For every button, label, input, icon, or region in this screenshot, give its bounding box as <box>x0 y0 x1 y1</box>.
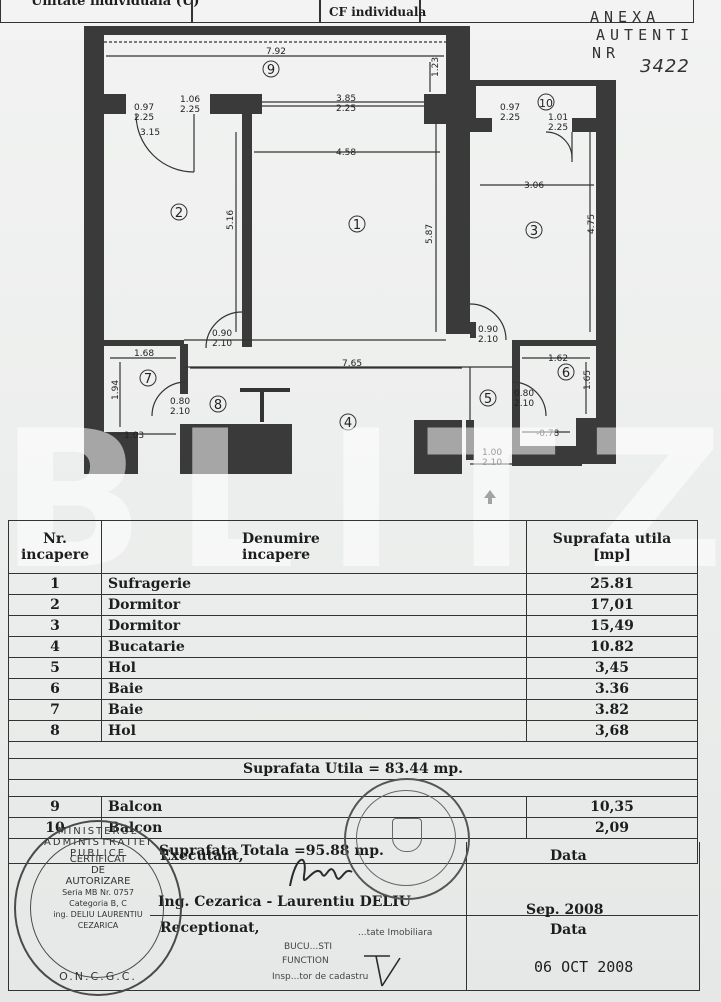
dim-label: 1.62 <box>548 354 568 364</box>
dim-label: 2.25 <box>500 113 520 123</box>
dim-label: 1.00 <box>482 448 502 458</box>
rectangular-stamp: ...tate Imobiliara BUCU...STI FUNCTION I… <box>272 928 433 982</box>
dim-label: 1.65 <box>583 370 593 390</box>
dim-label: 2.10 <box>170 407 190 417</box>
dim-label: 2.10 <box>482 458 502 468</box>
dim-label: 0.90 <box>212 329 232 339</box>
dim-label: 4.58 <box>336 148 356 158</box>
executant-name: Ing. Cezarica - Laurentiu DELIU <box>158 894 411 910</box>
room-2-label: 2 <box>175 206 183 221</box>
col-header-area-sub: [mp] <box>593 547 631 563</box>
col-header-nr-sub: incapere <box>20 547 90 563</box>
signature-box <box>8 842 700 991</box>
dim-label: 0.80 <box>170 397 190 407</box>
dim-label: 2.25 <box>548 123 568 133</box>
dim-label: 5.87 <box>425 224 435 244</box>
dim-label: 2.10 <box>478 335 498 345</box>
annotation-line2: AUTENTI <box>596 26 695 44</box>
dim-label: 0.97 <box>500 103 520 113</box>
dim-label: 0.97 <box>134 103 154 113</box>
annotation-line3: NR <box>592 44 621 62</box>
floor-plan: 9 10 2 1 3 7 8 4 5 6 7.92 1.23 0.97 2.25… <box>0 22 721 512</box>
room-10-label: 10 <box>539 97 553 110</box>
dim-label: 3.85 <box>336 94 356 104</box>
floor-plan-drawing: 9 10 2 1 3 7 8 4 5 6 7.92 1.23 0.97 2.25… <box>84 26 616 504</box>
room-7-label: 7 <box>144 372 152 387</box>
col-header-nr: Nr. <box>43 531 67 547</box>
unit-label: Unitate individuala (U) <box>31 0 200 9</box>
dim-label: 1.06 <box>180 95 200 105</box>
dim-label: 1.03 <box>124 431 144 441</box>
table-header: Nr. incapere Denumire incapere Suprafata… <box>8 520 698 574</box>
executant-label: Executant, <box>160 848 244 864</box>
data-value-1: Sep. 2008 <box>526 902 604 918</box>
data-label-2: Data <box>550 922 587 938</box>
dim-label: 7.92 <box>266 47 286 57</box>
col-header-name-sub: incapere <box>242 547 311 563</box>
room-3-label: 3 <box>530 224 538 239</box>
dim-label: 3.06 <box>524 181 544 191</box>
annotation-line1: ANEXA <box>590 8 661 26</box>
signature-scribble-2 <box>364 955 401 987</box>
col-header-area: Suprafata utila <box>552 531 672 547</box>
dim-label: 2.10 <box>212 339 232 349</box>
data-value-2: 06 OCT 2008 <box>534 958 634 976</box>
dim-label: 1.01 <box>548 113 568 123</box>
receptionat-label: Receptionat, <box>160 920 260 936</box>
dim-label: 1.68 <box>134 349 154 359</box>
dim-label: 0.90 <box>478 325 498 335</box>
dim-label: 4.75 <box>587 214 597 234</box>
dim-label: 3.15 <box>140 128 160 138</box>
round-seal <box>344 778 470 900</box>
annotation-number: 3422 <box>640 56 690 77</box>
room-8-label: 8 <box>214 398 222 413</box>
room-4-label: 4 <box>344 416 352 431</box>
room-5-label: 5 <box>484 392 492 407</box>
dim-label: 7.65 <box>342 359 362 369</box>
header-strip: Unitate individuala (U) CF individuala <box>0 0 694 23</box>
dim-label: -0.78 <box>536 429 560 439</box>
signature-scribble <box>289 858 353 887</box>
dim-label: 2.10 <box>514 399 534 409</box>
cf-label: CF individuala <box>329 5 427 19</box>
dim-label: 5.16 <box>226 210 236 230</box>
data-label-1: Data <box>550 848 587 864</box>
col-header-name: Denumire <box>242 531 320 547</box>
dim-label: 0.80 <box>514 389 534 399</box>
dim-label: 1.23 <box>431 57 441 77</box>
dim-label: 1.94 <box>111 380 121 400</box>
useful-total: Suprafata Utila = 83.44 mp. <box>8 758 698 780</box>
dim-label: 2.25 <box>134 113 154 123</box>
room-1-label: 1 <box>353 218 361 233</box>
room-9-label: 9 <box>267 63 275 78</box>
dim-label: 2.25 <box>336 104 356 114</box>
dim-label: 2.25 <box>180 105 200 115</box>
room-6-label: 6 <box>562 366 570 381</box>
useful-total-row: Suprafata Utila = 83.44 mp. <box>8 758 698 780</box>
certificate-stamp: MINISTERUL ADMINISTRATIEI PUBLICE CERTIF… <box>14 820 182 996</box>
